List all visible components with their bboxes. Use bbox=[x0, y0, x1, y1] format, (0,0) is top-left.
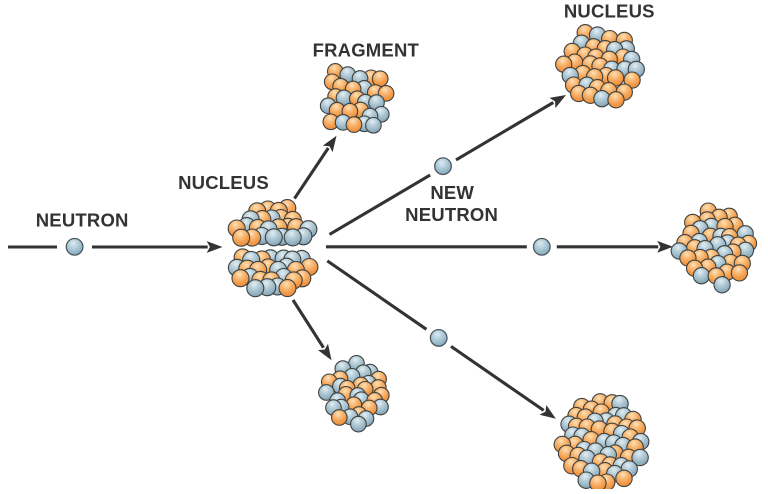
svg-text:NUCLEUS: NUCLEUS bbox=[178, 172, 269, 193]
svg-text:NEUTRON: NEUTRON bbox=[405, 204, 498, 225]
svg-text:FRAGMENT: FRAGMENT bbox=[313, 39, 420, 60]
svg-text:NEW: NEW bbox=[430, 182, 474, 203]
svg-text:NEUTRON: NEUTRON bbox=[36, 210, 129, 231]
svg-text:NUCLEUS: NUCLEUS bbox=[564, 1, 655, 22]
